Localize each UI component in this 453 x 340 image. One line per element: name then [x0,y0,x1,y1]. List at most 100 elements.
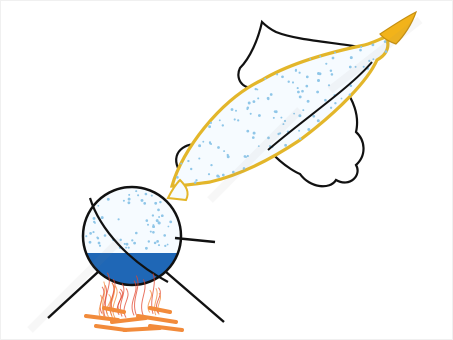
steam-dot [237,119,239,121]
steam-dot [246,130,249,133]
steam-dot [331,73,334,76]
steam-dot [349,66,352,69]
steam-dot [135,232,138,235]
steam-dot [309,58,311,60]
steam-dot [317,72,320,75]
steam-dot [98,242,101,245]
steam-dot [218,175,220,177]
steam-dot [123,200,125,202]
steam-dot [152,214,154,216]
steam-dot [280,117,282,119]
steam-dot [157,209,160,212]
steam-dot [154,242,157,245]
steam-dot [307,128,310,131]
steam-dot [227,155,230,158]
steam-dot [147,224,149,226]
steam-dot [281,75,284,78]
steam-dot [231,108,234,111]
steam-dot [299,72,301,74]
steam-dot [126,243,129,246]
steam-dot [317,119,320,122]
steam-dot [89,241,92,244]
steam-dot [198,157,200,159]
steam-dot [210,164,212,166]
steam-dot [135,190,137,192]
steam-dot [276,73,278,75]
steam-dot [252,136,255,139]
steam-dot [145,193,148,196]
steam-dot [107,198,110,201]
steam-dot [128,194,130,196]
steam-dot [152,226,154,228]
steam-dot [137,194,139,196]
steam-dot [141,199,144,202]
steam-dot [317,79,320,82]
steam-dot [292,81,294,83]
steam-dot [158,221,161,224]
steam-dot [176,176,179,179]
steam-dot [222,124,224,126]
steam-dot [152,231,155,234]
steam-dot [169,221,172,224]
steam-dot [332,57,335,60]
steam-dot [190,168,192,170]
steam-dot [247,106,250,109]
steam-dot [133,242,136,245]
steam-dot [124,243,126,245]
steam-dot [301,90,304,93]
steam-dot [210,122,212,124]
steam-dot [208,173,210,175]
steam-dot [299,137,302,140]
steam-dot [163,234,166,237]
steam-dot [264,78,266,80]
steam-dot [164,245,166,247]
steam-dot [284,144,287,147]
steam-dot [223,150,225,152]
steam-dot [85,235,87,237]
steam-dot [330,107,332,109]
steam-dot [99,245,101,247]
steam-dot [248,102,251,105]
steam-dot [334,52,336,54]
steam-dot [360,46,362,48]
steam-dot [180,163,182,165]
steam-dot [101,216,104,219]
steam-dot [118,218,120,220]
steam-dot [270,93,273,96]
steam-dot [159,201,161,203]
steam-dot [244,155,247,158]
steam-dot [297,91,300,94]
steam-dot [217,146,220,149]
steam-dot [222,174,225,177]
steam-dot [307,100,310,103]
steam-dot [298,130,300,132]
steam-dot [161,214,164,217]
steam-dot [288,81,290,83]
steam-dot [316,91,319,94]
steam-dot [306,76,309,79]
steam-dot [167,226,169,228]
steam-dot [208,125,211,128]
steam-dot [148,240,150,242]
steam-dot [297,87,299,89]
steam-dot [330,70,332,72]
steam-dot [146,219,149,222]
steam-dot [202,141,204,143]
steam-dot [187,160,189,162]
steam-dot [158,216,160,218]
steam-dot [325,63,327,65]
steam-dot [127,201,130,204]
steam-dot [194,181,196,183]
steam-dot [319,56,321,58]
steam-dot [341,98,343,100]
steam-dot [158,244,160,246]
steam-dot [151,195,153,197]
steam-dot [253,132,256,135]
steam-dot [372,44,375,47]
steam-dot [258,114,261,117]
steam-dot [125,247,127,249]
steam-dot [305,85,308,88]
steam-dot [156,240,159,243]
steam-dot [302,109,304,111]
